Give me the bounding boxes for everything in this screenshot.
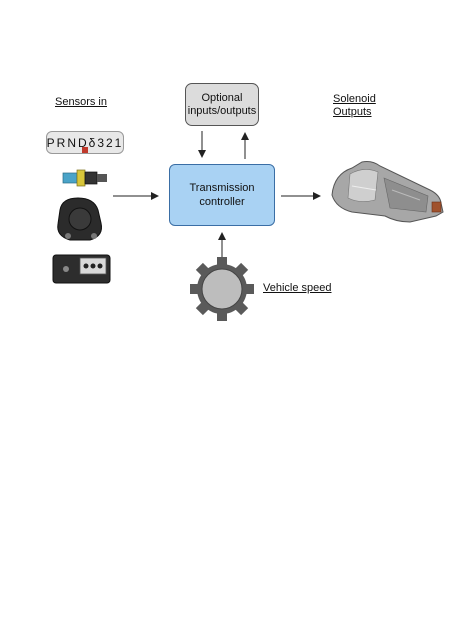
connector-module-icon <box>52 254 111 284</box>
solenoid-title-line2: Outputs <box>333 106 372 118</box>
transmission-icon <box>331 161 444 223</box>
controller-box-line2: controller <box>199 196 245 208</box>
pressure-sensor-icon <box>62 169 107 187</box>
transmission-controller-box: Transmission controller <box>169 164 275 226</box>
speed-sensor-gear-icon <box>190 257 254 321</box>
gear-selector-text: PRNDδ321 <box>46 135 124 150</box>
sensors-in-title: Sensors in <box>55 96 107 108</box>
optional-box-line2: inputs/outputs <box>187 104 257 117</box>
throttle-position-sensor-icon <box>57 197 102 241</box>
controller-box-line1: Transmission <box>189 182 255 194</box>
gear-selector-marker <box>82 147 88 153</box>
vehicle-speed-label: Vehicle speed <box>263 282 332 294</box>
solenoid-title-line1: Solenoid <box>333 93 376 105</box>
gear-selector-indicator: PRNDδ321 <box>46 131 124 154</box>
optional-io-box: Optional inputs/outputs <box>185 83 259 126</box>
optional-box-line1: Optional <box>201 91 243 104</box>
solenoid-outputs-title: Solenoid Outputs <box>333 93 376 119</box>
